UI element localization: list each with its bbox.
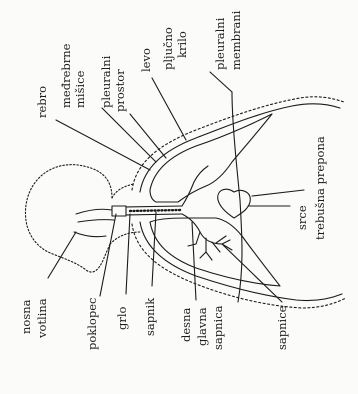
- mouth-outline: [74, 232, 106, 237]
- label-sapnice: sapnice: [275, 305, 289, 350]
- label-trebusna-prepona: trebušna prepona: [313, 136, 327, 240]
- label-medrebrne-1: međrebrne: [59, 43, 73, 108]
- heart: [218, 189, 251, 218]
- leader-pleuralni-membrani: [210, 72, 232, 92]
- neck-outline: [110, 184, 140, 244]
- label-levo-krilo-1: levo: [139, 48, 153, 72]
- leader-desna-glavna-sapnica: [192, 222, 196, 300]
- label-nosna-votlina-2: votlina: [35, 298, 49, 339]
- leader-trebusna-prepona: [252, 190, 304, 196]
- label-desna-glavna-sapnica-1: desna: [179, 308, 193, 342]
- bronchioles: [188, 232, 232, 260]
- label-srce: srce: [295, 205, 309, 230]
- leader-rebro: [56, 120, 150, 170]
- larynx-shape: [112, 206, 126, 216]
- right-lung: [150, 218, 280, 286]
- nasal-cavity: [76, 209, 114, 222]
- label-grlo: grlo: [115, 306, 129, 330]
- right-pleural-membrane: [140, 222, 342, 301]
- label-levo-krilo-2: pljučno: [161, 27, 175, 70]
- leader-pleuralni-prostor: [130, 114, 166, 158]
- label-pleuralni-prostor-2: prostor: [113, 69, 127, 112]
- label-pleuralni-membrani-1: pleuralni: [213, 17, 227, 70]
- label-poklopec: poklopec: [85, 298, 99, 350]
- leader-nosna-votlina: [48, 232, 76, 278]
- label-sapnik: sapnik: [143, 297, 157, 336]
- label-medrebrne-2: mišice: [73, 70, 87, 108]
- label-nosna-votlina-1: nosna: [19, 299, 33, 334]
- label-desna-glavna-sapnica-3: sapnica: [211, 305, 225, 350]
- left-lung: [150, 114, 272, 202]
- head-outline: [25, 165, 112, 272]
- left-bronchus: [182, 166, 208, 206]
- leader-levo-krilo: [152, 78, 186, 140]
- leader-poklopec: [100, 214, 116, 296]
- leader-medrebrne: [102, 108, 156, 162]
- leader-grlo: [126, 214, 130, 294]
- trachea-rings: [130, 210, 180, 211]
- label-desna-glavna-sapnica-2: glavna: [195, 307, 209, 346]
- diaphragm: [232, 92, 242, 302]
- label-pleuralni-membrani-2: membrani: [229, 10, 243, 70]
- label-rebro: rebro: [35, 86, 49, 118]
- leader-sapnice: [222, 244, 282, 302]
- label-pleuralni-prostor-1: pleuralni: [99, 55, 113, 108]
- label-levo-krilo-3: krilo: [175, 31, 189, 58]
- left-pleural-membrane: [140, 104, 340, 192]
